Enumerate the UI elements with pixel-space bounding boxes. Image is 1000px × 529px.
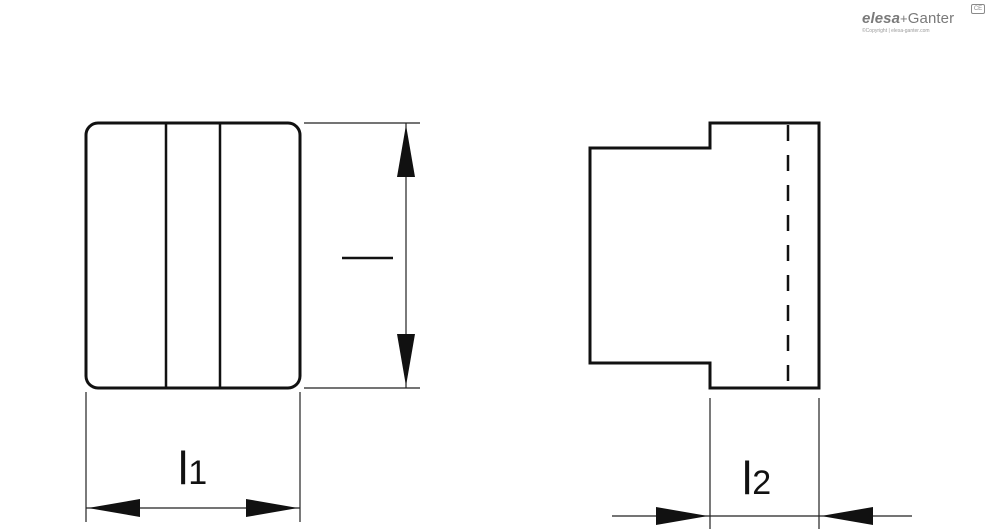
width-dimension-l2 xyxy=(612,398,912,529)
l1-label-sub: 1 xyxy=(188,454,207,492)
l2-label-sub: 2 xyxy=(752,464,771,502)
front-view xyxy=(84,121,302,390)
front-view-outline xyxy=(84,121,302,390)
l1-label-main: l xyxy=(178,442,188,494)
arrow-right xyxy=(246,499,298,517)
l2-label-main: l xyxy=(742,452,752,504)
l2-label: l2 xyxy=(742,452,771,504)
side-view xyxy=(588,121,821,390)
l1-label: l1 xyxy=(178,442,207,494)
logo-copyright: ©Copyright | elesa-ganter.com xyxy=(862,28,930,34)
logo-elesa: elesa xyxy=(862,10,901,27)
side-view-outline xyxy=(588,121,821,390)
width-dimension-l1 xyxy=(85,392,301,522)
arrow-l2-left xyxy=(656,507,708,525)
logo-ganter: Ganter xyxy=(907,10,955,27)
logo-badge: CE xyxy=(971,4,985,14)
arrow-left xyxy=(88,499,140,517)
arrow-down xyxy=(397,334,415,386)
logo-brand: elesa+Ganter xyxy=(862,10,954,27)
arrow-up xyxy=(397,125,415,177)
arrow-l2-right xyxy=(821,507,873,525)
height-dimension xyxy=(304,122,420,389)
logo-plus: + xyxy=(900,11,908,26)
